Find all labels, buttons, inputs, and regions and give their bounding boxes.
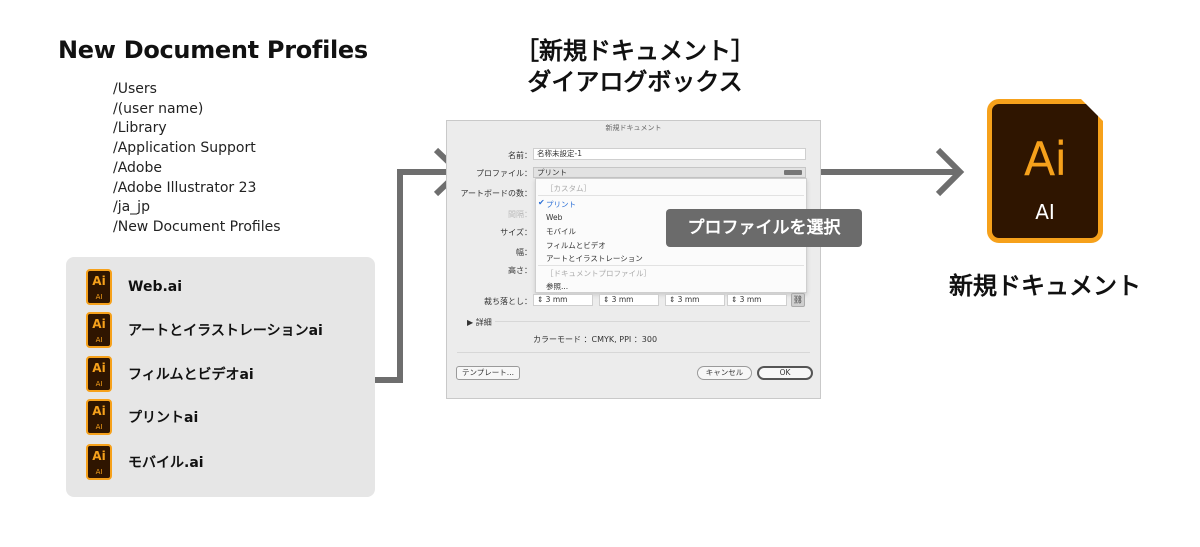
select-arrows-icon [784, 170, 802, 175]
file-name: Web.ai [128, 279, 183, 295]
bleed-right-field[interactable]: ⇕ 3 mm [727, 294, 787, 306]
folded-corner [1081, 99, 1103, 121]
path-segment: /Adobe Illustrator 23 [113, 179, 257, 196]
profile-select[interactable]: プリント [533, 167, 806, 178]
illustrator-app-icon: Ai AI [987, 99, 1103, 243]
icon-small-text: AI [95, 293, 103, 301]
cancel-button[interactable]: キャンセル [697, 366, 752, 380]
dialog-heading-line1: ［新規ドキュメント］ [515, 37, 755, 65]
icon-big-text: Ai [92, 404, 106, 418]
app-icon-big-text: Ai [1023, 132, 1067, 186]
ai-file-icon: Ai AI [86, 356, 112, 392]
advanced-toggle[interactable]: ▶ 詳細 [467, 317, 492, 328]
name-field[interactable]: 名称未設定-1 [533, 148, 806, 160]
icon-big-text: Ai [92, 317, 106, 331]
dropdown-item-mobile[interactable]: モバイル [546, 227, 576, 236]
path-segment: /New Document Profiles [113, 218, 281, 235]
footer-divider [457, 352, 810, 353]
file-name: アートとイラストレーションai [128, 323, 323, 339]
dropdown-item-browse[interactable]: 参照... [546, 282, 569, 291]
file-item[interactable]: Ai AI アートとイラストレーションai [86, 311, 323, 349]
icon-small-text: AI [95, 380, 103, 388]
dialog-window-title: 新規ドキュメント [605, 124, 662, 132]
icon-small-text: AI [95, 423, 103, 431]
disclosure-triangle-icon: ▶ [467, 318, 474, 327]
profile-select-value: プリント [537, 168, 567, 177]
app-icon-small-text: AI [1035, 200, 1055, 224]
icon-big-text: Ai [92, 361, 106, 375]
file-item[interactable]: Ai AI モバイル.ai [86, 443, 204, 481]
spacing-label: 間隔： [508, 210, 532, 219]
bleed-value: 3 mm [677, 295, 700, 304]
path-segment: /Adobe [113, 159, 162, 176]
height-label: 高さ： [508, 266, 532, 275]
new-document-dialog: 新規ドキュメント 名前： 名称未設定-1 プロファイル： プリント アートボード… [446, 120, 821, 399]
ai-file-icon: Ai AI [86, 269, 112, 305]
file-item[interactable]: Ai AI フィルムとビデオai [86, 355, 254, 393]
template-button[interactable]: テンプレート... [456, 366, 520, 380]
dialog-heading-line2: ダイアログボックス [527, 68, 743, 96]
dropdown-item-doc-profile: ［ドキュメントプロファイル］ [546, 269, 651, 278]
bleed-top-field[interactable]: ⇕ 3 mm [533, 294, 593, 306]
artboards-label: アートボードの数： [460, 189, 532, 198]
path-segment: /Users [113, 81, 157, 97]
path-segment: /(user name) [113, 100, 204, 117]
checkmark-icon: ✔ [538, 198, 545, 207]
bleed-label: 裁ち落とし： [484, 297, 532, 306]
path-segment: /Application Support [113, 140, 256, 157]
dropdown-separator [538, 195, 804, 196]
chain-link-icon[interactable]: ⛓ [791, 293, 805, 307]
dropdown-item-custom[interactable]: ［カスタム］ [546, 184, 591, 193]
file-item[interactable]: Ai AI Web.ai [86, 268, 182, 306]
icon-big-text: Ai [92, 449, 106, 463]
file-name: プリントai [128, 410, 199, 426]
path-segment: /Library [113, 120, 167, 137]
ai-file-icon: Ai AI [86, 399, 112, 435]
file-name: フィルムとビデオai [128, 367, 254, 383]
folder-path: /Users /(user name) /Library /Applicatio… [113, 80, 281, 238]
width-label: 幅： [516, 248, 532, 257]
dropdown-item-film-video[interactable]: フィルムとビデオ [546, 241, 606, 250]
dropdown-item-art-illustration[interactable]: アートとイラストレーション [546, 254, 643, 263]
color-mode-info: カラーモード ：CMYK, PPI ：300 [533, 335, 658, 344]
dropdown-item-print[interactable]: プリント [546, 200, 576, 209]
advanced-label: 詳細 [475, 318, 492, 327]
profile-label: プロファイル： [476, 169, 532, 178]
bleed-value: 3 mm [545, 295, 568, 304]
ai-file-icon: Ai AI [86, 444, 112, 480]
profile-files-panel: Ai AI Web.ai Ai AI アートとイラストレーションai Ai AI… [66, 257, 375, 497]
ok-button[interactable]: OK [757, 366, 813, 380]
bleed-bottom-field[interactable]: ⇕ 3 mm [599, 294, 659, 306]
dropdown-item-web[interactable]: Web [546, 213, 563, 222]
advanced-divider [495, 321, 810, 322]
icon-small-text: AI [95, 336, 103, 344]
file-name: モバイル.ai [128, 455, 204, 471]
bleed-value: 3 mm [739, 295, 762, 304]
icon-big-text: Ai [92, 274, 106, 288]
bleed-value: 3 mm [611, 295, 634, 304]
new-document-label: 新規ドキュメント [949, 272, 1141, 300]
file-item[interactable]: Ai AI プリントai [86, 398, 198, 436]
profiles-title: New Document Profiles [58, 36, 368, 64]
select-profile-callout: プロファイルを選択 [666, 209, 862, 247]
path-segment: /ja_jp [113, 199, 150, 216]
right-connector-arrow [808, 147, 965, 197]
icon-small-text: AI [95, 468, 103, 476]
ai-file-icon: Ai AI [86, 312, 112, 348]
dropdown-separator [538, 265, 804, 266]
size-label: サイズ： [500, 228, 532, 237]
bleed-left-field[interactable]: ⇕ 3 mm [665, 294, 725, 306]
name-label: 名前： [508, 151, 532, 160]
dialog-heading: ［新規ドキュメント］ ダイアログボックス [500, 36, 770, 98]
